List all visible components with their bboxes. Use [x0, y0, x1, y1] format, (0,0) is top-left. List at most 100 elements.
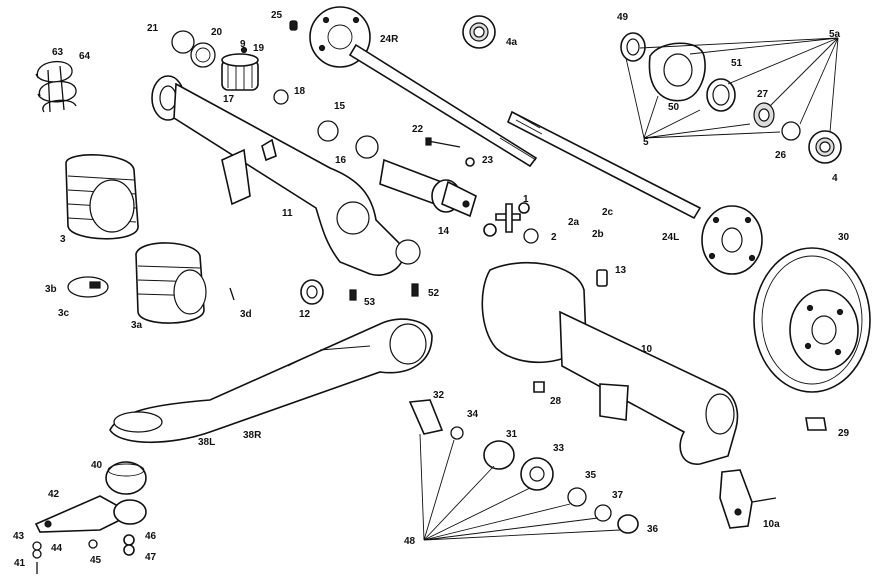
label-32: 32 — [433, 390, 445, 401]
label-13: 13 — [615, 265, 627, 276]
label-4: 4 — [832, 173, 838, 184]
ring-part — [273, 89, 289, 105]
bush-part — [300, 279, 324, 305]
label-35: 35 — [585, 470, 597, 481]
bush-part — [408, 399, 444, 435]
label-24L: 24L — [662, 232, 680, 243]
half-shaft-right-part — [309, 6, 538, 168]
brake-disc-part — [753, 247, 871, 393]
label-14: 14 — [438, 226, 450, 237]
bolt-part — [411, 283, 419, 297]
universal-joint-part — [483, 202, 530, 237]
label-3c: 3c — [58, 308, 70, 319]
ring-part — [450, 426, 464, 440]
label-25: 25 — [271, 10, 283, 21]
label-37: 37 — [612, 490, 624, 501]
label-17: 17 — [223, 94, 235, 105]
label-47: 47 — [145, 552, 157, 563]
label-2c: 2c — [602, 207, 614, 218]
half-shaft-left-part — [506, 110, 763, 275]
bearing-part — [462, 15, 496, 49]
label-9: 9 — [240, 39, 246, 50]
ring-part — [317, 120, 339, 142]
label-10: 10 — [641, 344, 653, 355]
ring-part — [523, 228, 539, 244]
boot-part — [65, 154, 139, 240]
leader-lines-48 — [419, 433, 621, 541]
spring-part — [35, 60, 77, 113]
label-4a: 4a — [506, 37, 518, 48]
plug-part — [617, 514, 639, 534]
label-34: 34 — [467, 409, 479, 420]
washer-part — [567, 487, 587, 507]
label-19: 19 — [253, 43, 265, 54]
label-10a: 10a — [763, 519, 780, 530]
label-18: 18 — [294, 86, 306, 97]
washer-part — [594, 504, 612, 522]
label-44: 44 — [51, 543, 63, 554]
label-1: 1 — [523, 194, 529, 205]
bolt-part — [805, 417, 827, 431]
bolt-part — [349, 289, 357, 301]
label-29: 29 — [838, 428, 850, 439]
label-49: 49 — [617, 12, 629, 23]
bracket-part — [719, 469, 777, 529]
boot-small-part — [135, 242, 207, 324]
drive-flange-part — [379, 158, 477, 218]
label-12: 12 — [299, 309, 311, 320]
bolt-part — [596, 269, 608, 287]
label-27: 27 — [757, 89, 769, 100]
label-5: 5 — [643, 137, 649, 148]
label-51: 51 — [731, 58, 743, 69]
label-43: 43 — [13, 531, 25, 542]
label-2b: 2b — [592, 229, 604, 240]
mounting-bracket-part — [34, 495, 147, 533]
bolt-part — [533, 381, 545, 393]
label-21: 21 — [147, 23, 159, 34]
label-50: 50 — [668, 102, 680, 113]
label-31: 31 — [506, 429, 518, 440]
seal-set-part — [620, 32, 736, 112]
label-63: 63 — [52, 47, 64, 58]
label-48: 48 — [404, 536, 416, 547]
axle-tube-part — [151, 75, 421, 276]
label-53: 53 — [364, 297, 376, 308]
washer-part — [520, 457, 554, 491]
label-38L: 38L — [198, 437, 216, 448]
label-33: 33 — [553, 443, 565, 454]
label-24R: 24R — [380, 34, 399, 45]
label-23: 23 — [482, 155, 494, 166]
label-20: 20 — [211, 27, 223, 38]
label-3a: 3a — [131, 320, 143, 331]
label-22: 22 — [412, 124, 424, 135]
leader-lines-5 — [625, 37, 839, 139]
circlip-part — [355, 135, 379, 159]
label-2: 2 — [551, 232, 557, 243]
bearing-set-part — [753, 102, 842, 164]
rubber-mount-part — [105, 461, 147, 495]
label-28: 28 — [550, 396, 562, 407]
label-38R: 38R — [243, 430, 262, 441]
bolt-nut-part — [425, 137, 475, 167]
label-2a: 2a — [568, 217, 580, 228]
label-16: 16 — [335, 155, 347, 166]
bush-part — [483, 440, 515, 470]
label-41: 41 — [14, 558, 26, 569]
pin-part — [289, 20, 298, 31]
label-30: 30 — [838, 232, 850, 243]
label-36: 36 — [647, 524, 659, 535]
label-5a: 5a — [829, 29, 841, 40]
label-3: 3 — [60, 234, 66, 245]
circlip-part — [171, 30, 216, 68]
label-11: 11 — [282, 208, 293, 219]
label-45: 45 — [90, 555, 102, 566]
bearing-cage-part — [221, 46, 259, 91]
hardware-small-parts — [32, 534, 135, 574]
clip-part — [229, 287, 235, 301]
label-3b: 3b — [45, 284, 57, 295]
label-40: 40 — [91, 460, 103, 471]
label-15: 15 — [334, 101, 346, 112]
label-3d: 3d — [240, 309, 252, 320]
clamp-part — [67, 276, 109, 298]
